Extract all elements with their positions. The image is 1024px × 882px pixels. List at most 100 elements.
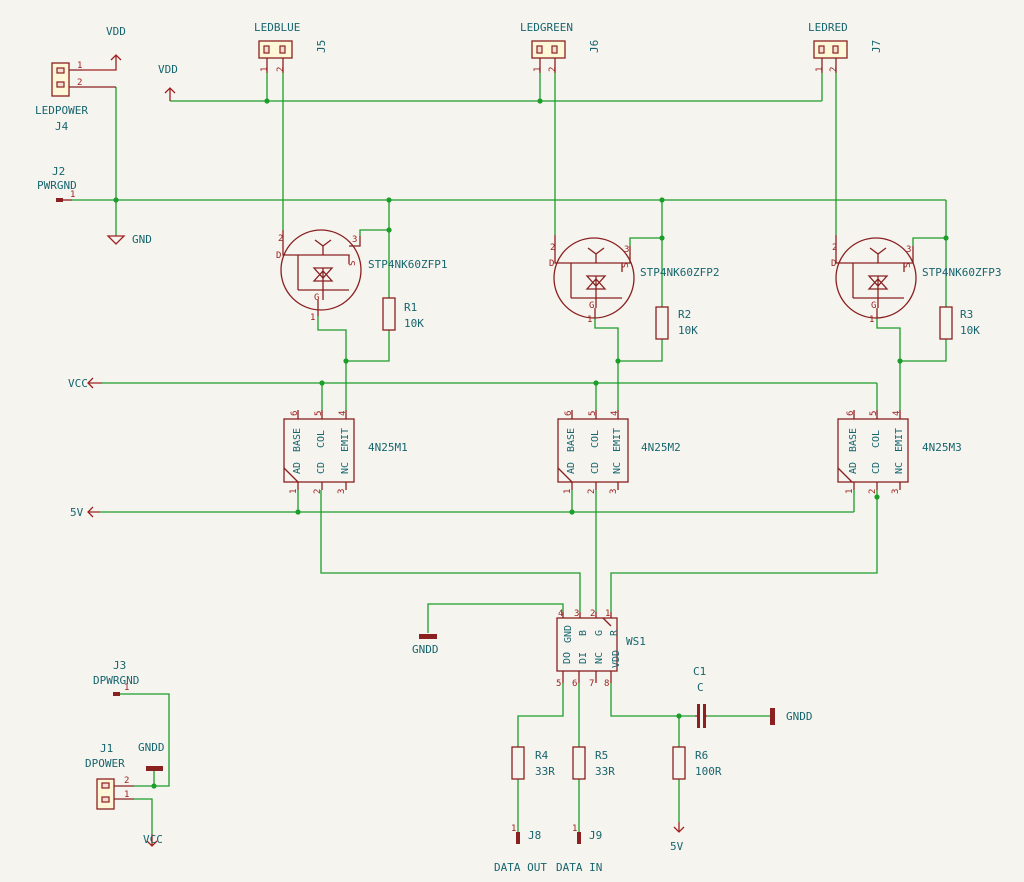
vcc-label-2: VCC xyxy=(143,833,163,846)
svg-text:5: 5 xyxy=(588,411,598,416)
resistor-r2[interactable]: R2 10K xyxy=(655,306,698,340)
mosfet-q1[interactable]: 2 3 1 D S G STP4NK60ZFP1 xyxy=(276,229,447,323)
connector-j9[interactable]: 1 J9 DATA IN xyxy=(556,824,602,874)
svg-text:1: 1 xyxy=(815,67,825,72)
svg-text:D: D xyxy=(276,251,281,261)
j7-value: LEDRED xyxy=(808,21,848,34)
svg-text:2: 2 xyxy=(313,489,323,494)
r2-ref: R2 xyxy=(678,308,691,321)
opto3-cd: CD xyxy=(871,462,882,474)
resistor-r6[interactable]: R6 100R xyxy=(672,746,722,780)
svg-text:3: 3 xyxy=(609,489,619,494)
svg-text:3: 3 xyxy=(352,235,357,245)
opto1-cd: CD xyxy=(316,462,327,474)
opto3-col: COL xyxy=(871,430,882,448)
connector-j4[interactable]: 1 2 LEDPOWER J4 xyxy=(35,61,116,133)
opto2-ad: AD xyxy=(566,462,577,474)
ws1-chip[interactable]: 4 3 2 1 5 6 7 8 GND B G R DO DI NC VDD W… xyxy=(556,609,646,689)
gndd-label-2: GNDD xyxy=(786,710,813,723)
connector-j5[interactable]: 1 2 LEDBLUE J5 xyxy=(254,21,328,73)
svg-text:6: 6 xyxy=(564,411,574,416)
svg-text:1: 1 xyxy=(260,67,270,72)
capacitor-c1[interactable]: C1 C xyxy=(693,665,707,728)
resistor-r5[interactable]: R5 33R xyxy=(572,746,615,780)
connector-j6[interactable]: 1 2 LEDGREEN J6 xyxy=(520,21,601,73)
svg-text:1: 1 xyxy=(289,489,299,494)
svg-text:S: S xyxy=(621,263,631,268)
opto2-ref: 4N25M2 xyxy=(641,441,681,454)
r2-value: 10K xyxy=(678,324,698,337)
opto2-emit: EMIT xyxy=(612,428,623,452)
power-symbols: VDD VDD GND VCC 5V GNDD GNDD GNDD VCC 5V xyxy=(68,25,813,853)
j1-ref: J1 xyxy=(100,742,113,755)
svg-text:3: 3 xyxy=(574,609,579,619)
opto2-base: BASE xyxy=(566,428,577,452)
junctions xyxy=(113,98,949,789)
resistor-r1[interactable]: R1 10K xyxy=(382,297,424,331)
opto3-base: BASE xyxy=(848,428,859,452)
ws1-gnd: GND xyxy=(563,625,574,643)
connector-j2[interactable]: 1 J2 PWRGND xyxy=(37,165,77,202)
svg-text:1: 1 xyxy=(77,61,82,71)
svg-text:D: D xyxy=(549,259,554,269)
optocoupler-1[interactable]: 6 5 4 1 2 3 BASE COL EMIT AD CD NC 4N25M… xyxy=(283,410,408,494)
svg-text:2: 2 xyxy=(278,234,283,244)
opto3-ad: AD xyxy=(848,462,859,474)
j4-value: LEDPOWER xyxy=(35,104,88,117)
optocoupler-3[interactable]: 6 5 4 1 2 3 BASE COL EMIT AD CD NC 4N25M… xyxy=(837,410,962,494)
q1-ref: STP4NK60ZFP1 xyxy=(368,258,447,271)
svg-text:D: D xyxy=(831,259,836,269)
opto2-col: COL xyxy=(590,430,601,448)
ws1-vdd: VDD xyxy=(611,650,622,668)
opto1-ref: 4N25M1 xyxy=(368,441,408,454)
opto1-base: BASE xyxy=(292,428,303,452)
svg-text:2: 2 xyxy=(590,609,595,619)
svg-text:8: 8 xyxy=(604,679,609,689)
gndd-label-1: GNDD xyxy=(412,643,439,656)
opto1-col: COL xyxy=(316,430,327,448)
opto3-emit: EMIT xyxy=(894,428,905,452)
r5-ref: R5 xyxy=(595,749,608,762)
svg-text:G: G xyxy=(314,293,319,303)
svg-text:2: 2 xyxy=(832,243,837,253)
connector-j1[interactable]: 2 1 J1 DPOWER xyxy=(85,742,134,810)
r3-ref: R3 xyxy=(960,308,973,321)
j2-value: PWRGND xyxy=(37,179,77,192)
resistor-r3[interactable]: R3 10K xyxy=(939,306,980,340)
svg-text:6: 6 xyxy=(290,411,300,416)
svg-text:5: 5 xyxy=(314,411,324,416)
ws1-nc: NC xyxy=(594,652,605,664)
j9-value: DATA IN xyxy=(556,861,602,874)
j7-ref: J7 xyxy=(870,40,883,53)
ws1-do: DO xyxy=(562,652,573,664)
vdd-label-1: VDD xyxy=(106,25,126,38)
j2-ref: J2 xyxy=(52,165,65,178)
svg-text:1: 1 xyxy=(310,313,315,323)
svg-text:3: 3 xyxy=(624,245,629,255)
svg-text:6: 6 xyxy=(572,679,577,689)
j3-value: DPWRGND xyxy=(93,674,139,687)
mosfet-q2[interactable]: 2 3 1 D S G STP4NK60ZFP2 xyxy=(549,235,719,325)
connector-j7[interactable]: 1 2 LEDRED J7 xyxy=(808,21,883,73)
svg-text:1: 1 xyxy=(124,790,129,800)
opto1-nc: NC xyxy=(340,462,351,474)
q3-ref: STP4NK60ZFP3 xyxy=(922,266,1001,279)
opto1-emit: EMIT xyxy=(340,428,351,452)
svg-text:1: 1 xyxy=(124,683,129,693)
j8-value: DATA OUT xyxy=(494,861,547,874)
mosfet-q3[interactable]: 2 3 1 D S G STP4NK60ZFP3 xyxy=(831,235,1001,325)
connector-j8[interactable]: 1 J8 DATA OUT xyxy=(494,824,547,874)
optocoupler-2[interactable]: 6 5 4 1 2 3 BASE COL EMIT AD CD NC 4N25M… xyxy=(557,410,681,494)
r6-value: 100R xyxy=(695,765,722,778)
vcc-label: VCC xyxy=(68,377,88,390)
connector-j3[interactable]: 1 J3 DPWRGND xyxy=(93,659,139,696)
resistor-r4[interactable]: R4 33R xyxy=(511,746,555,780)
5v-label-2: 5V xyxy=(670,840,684,853)
c1-ref: C1 xyxy=(693,665,706,678)
svg-text:1: 1 xyxy=(511,824,516,834)
r3-value: 10K xyxy=(960,324,980,337)
svg-text:G: G xyxy=(589,301,594,311)
r1-value: 10K xyxy=(404,317,424,330)
svg-text:4: 4 xyxy=(338,411,348,416)
svg-text:1: 1 xyxy=(70,190,75,200)
